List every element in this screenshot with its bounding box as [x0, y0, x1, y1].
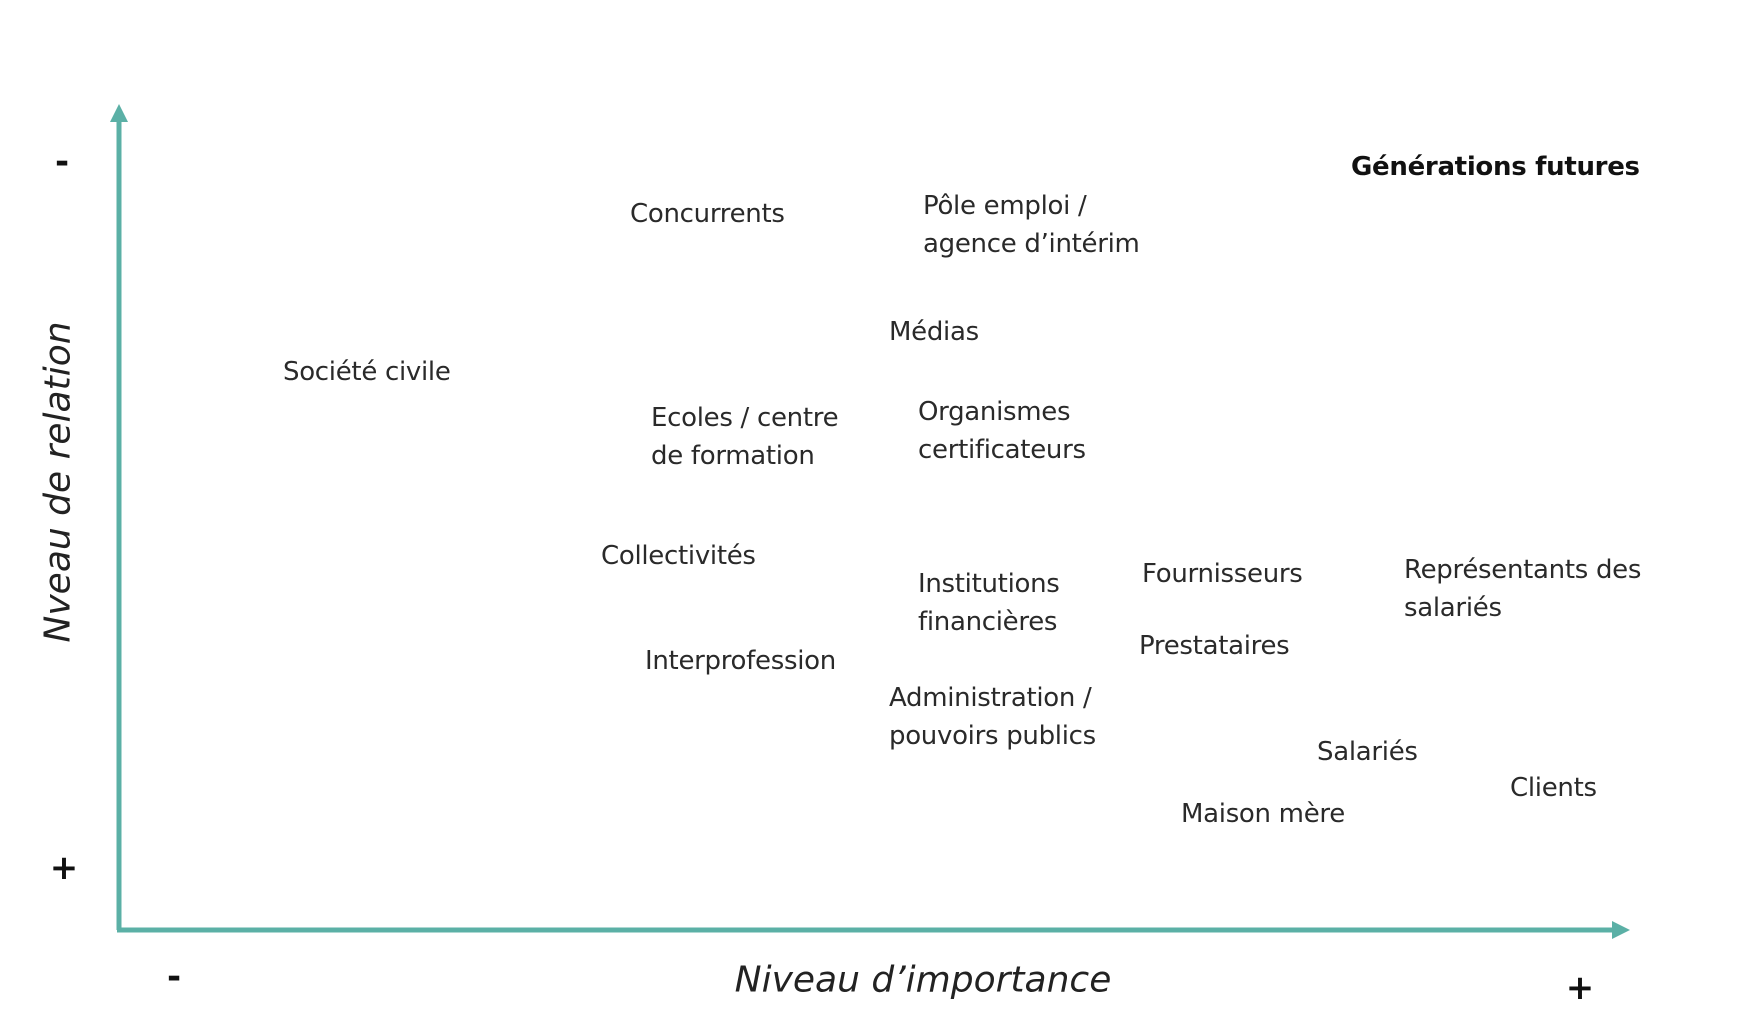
- stakeholder-label-line: Ecoles / centre: [651, 403, 839, 433]
- stakeholder-label-line: de formation: [651, 441, 815, 471]
- x-axis-high-sign: +: [1565, 968, 1595, 1008]
- stakeholder-label-line: salariés: [1404, 593, 1502, 623]
- y-axis-high-sign: +: [49, 848, 79, 888]
- y-axis-arrowhead: [110, 104, 128, 122]
- stakeholder-label-line: Concurrents: [630, 199, 785, 229]
- stakeholder-label-line: certificateurs: [918, 435, 1086, 465]
- stakeholder-concurrents: Concurrents: [630, 195, 785, 233]
- stakeholder-ecoles: Ecoles / centre de formation: [651, 399, 839, 475]
- stakeholder-interprofession: Interprofession: [645, 642, 836, 680]
- stakeholder-fournisseurs: Fournisseurs: [1142, 555, 1303, 593]
- stakeholder-clients: Clients: [1510, 769, 1597, 807]
- stakeholder-label-line: agence d’intérim: [923, 229, 1140, 259]
- stakeholder-label-line: Institutions: [918, 569, 1060, 599]
- stakeholder-administration: Administration / pouvoirs publics: [889, 679, 1096, 755]
- x-axis-title: Niveau d’importance: [734, 959, 1112, 1001]
- x-axis-low-sign: -: [166, 957, 182, 997]
- stakeholder-label-line: financières: [918, 607, 1058, 637]
- stakeholder-maison-mere: Maison mère: [1181, 795, 1345, 833]
- stakeholder-generations-futures: Générations futures: [1351, 148, 1640, 186]
- stakeholder-organismes: Organismes certificateurs: [918, 393, 1086, 469]
- y-axis-low-sign: -: [54, 142, 70, 182]
- y-axis-title: Nveau de relation: [37, 321, 79, 643]
- stakeholder-label-line: Organismes: [918, 397, 1071, 427]
- stakeholder-label-line: Administration /: [889, 683, 1092, 713]
- stakeholder-label-line: Collectivités: [601, 541, 756, 571]
- stakeholder-prestataires: Prestataires: [1139, 627, 1290, 665]
- stakeholder-medias: Médias: [889, 313, 979, 351]
- stakeholder-label-line: Prestataires: [1139, 631, 1290, 661]
- stakeholder-label-line: Salariés: [1317, 737, 1418, 767]
- stakeholder-pole-emploi: Pôle emploi / agence d’intérim: [923, 187, 1140, 263]
- stakeholder-label-line: pouvoirs publics: [889, 721, 1096, 751]
- stakeholder-label-line: Médias: [889, 317, 979, 347]
- stakeholder-collectivites: Collectivités: [601, 537, 756, 575]
- stakeholder-label-line: Représentants des: [1404, 555, 1642, 585]
- stakeholder-label-line: Maison mère: [1181, 799, 1345, 829]
- stakeholder-societe-civile: Société civile: [283, 353, 451, 391]
- x-axis-arrowhead: [1612, 921, 1630, 939]
- stakeholder-representants: Représentants des salariés: [1404, 551, 1641, 627]
- stakeholder-label-line: Générations futures: [1351, 152, 1640, 182]
- stakeholder-salaries: Salariés: [1317, 733, 1418, 771]
- stakeholder-label-line: Société civile: [283, 357, 451, 387]
- stakeholder-label-line: Fournisseurs: [1142, 559, 1303, 589]
- stakeholder-label-line: Clients: [1510, 773, 1597, 803]
- stakeholder-label-line: Pôle emploi /: [923, 191, 1087, 221]
- stakeholder-institutions: Institutions financières: [918, 565, 1060, 641]
- stakeholder-label-line: Interprofession: [645, 646, 836, 676]
